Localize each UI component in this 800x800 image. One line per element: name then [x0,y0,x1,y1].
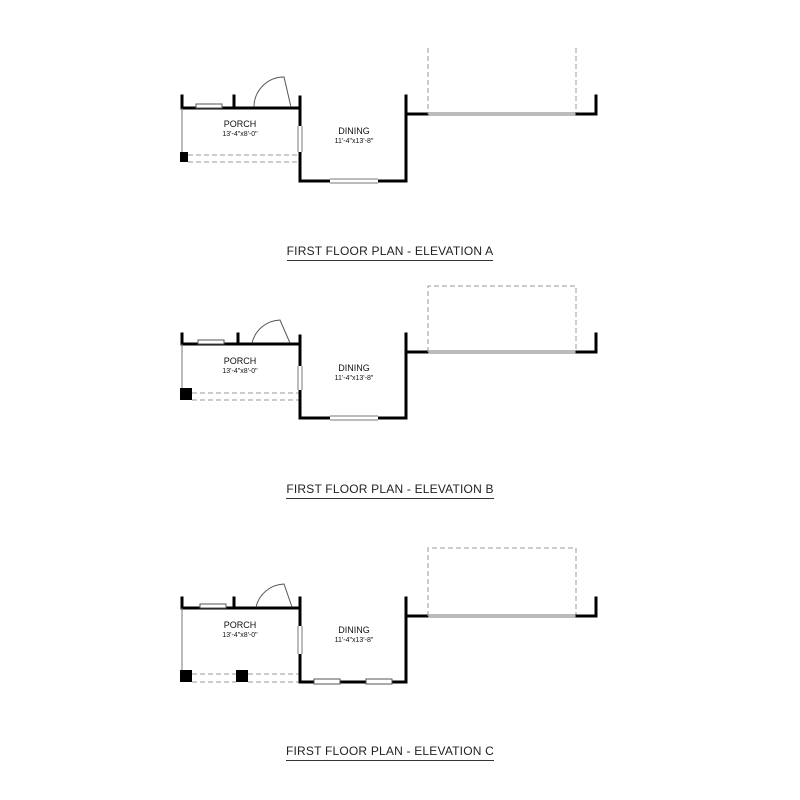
porch-window [195,103,223,109]
dining-label: DINING [338,126,370,136]
door-swing [253,76,292,108]
plan-caption-c-text: FIRST FLOOR PLAN - ELEVATION C [285,744,495,761]
plan-caption-a-text: FIRST FLOOR PLAN - ELEVATION A [286,244,494,261]
dining-label: DINING [338,363,370,373]
porch-window [197,339,225,345]
garage-outline [404,48,598,116]
door-swing [251,319,291,344]
porch-label: PORCH [224,620,257,630]
porch-column-middle [236,670,248,682]
floor-plan-elevation-a: PORCH 13'-4"x8'-0" DINING 11'-4"x13'-8" [180,48,598,184]
floor-plan-elevation-c: PORCH 13'-4"x8'-0" DINING 11'-4"x13'-8" [180,547,598,685]
dining-window-left [313,678,341,685]
dining-dimensions: 11'-4"x13'-8" [335,637,374,644]
door-swing [255,583,293,608]
garage-outline [404,547,598,618]
dining-dimensions: 11'-4"x13'-8" [335,375,374,382]
floor-plan-elevation-b: PORCH 13'-4"x8'-0" DINING 11'-4"x13'-8" [180,285,598,421]
porch-area: PORCH 13'-4"x8'-0" [180,583,302,683]
porch-column [180,152,188,162]
dining-dimensions: 11'-4"x13'-8" [335,138,374,145]
dining-room: DINING 11'-4"x13'-8" [297,332,408,421]
porch-dimensions: 13'-4"x8'-0" [222,131,258,138]
plan-caption-b: FIRST FLOOR PLAN - ELEVATION B [0,482,780,499]
porch-label: PORCH [224,119,257,129]
porch-window [199,603,227,609]
dining-room: DINING 11'-4"x13'-8" [297,596,408,685]
garage-outline [404,285,598,354]
porch-column [180,388,192,400]
plan-caption-a: FIRST FLOOR PLAN - ELEVATION A [0,244,780,261]
dining-window-right [365,678,393,685]
porch-label: PORCH [224,356,257,366]
porch-column-left [180,670,192,682]
porch-dimensions: 13'-4"x8'-0" [222,368,258,375]
porch-area: PORCH 13'-4"x8'-0" [180,319,302,401]
plan-caption-b-text: FIRST FLOOR PLAN - ELEVATION B [286,482,494,499]
porch-area: PORCH 13'-4"x8'-0" [180,76,302,163]
dining-label: DINING [338,625,370,635]
porch-dimensions: 13'-4"x8'-0" [222,632,258,639]
dining-room: DINING 11'-4"x13'-8" [297,94,408,184]
plan-caption-c: FIRST FLOOR PLAN - ELEVATION C [0,744,780,761]
